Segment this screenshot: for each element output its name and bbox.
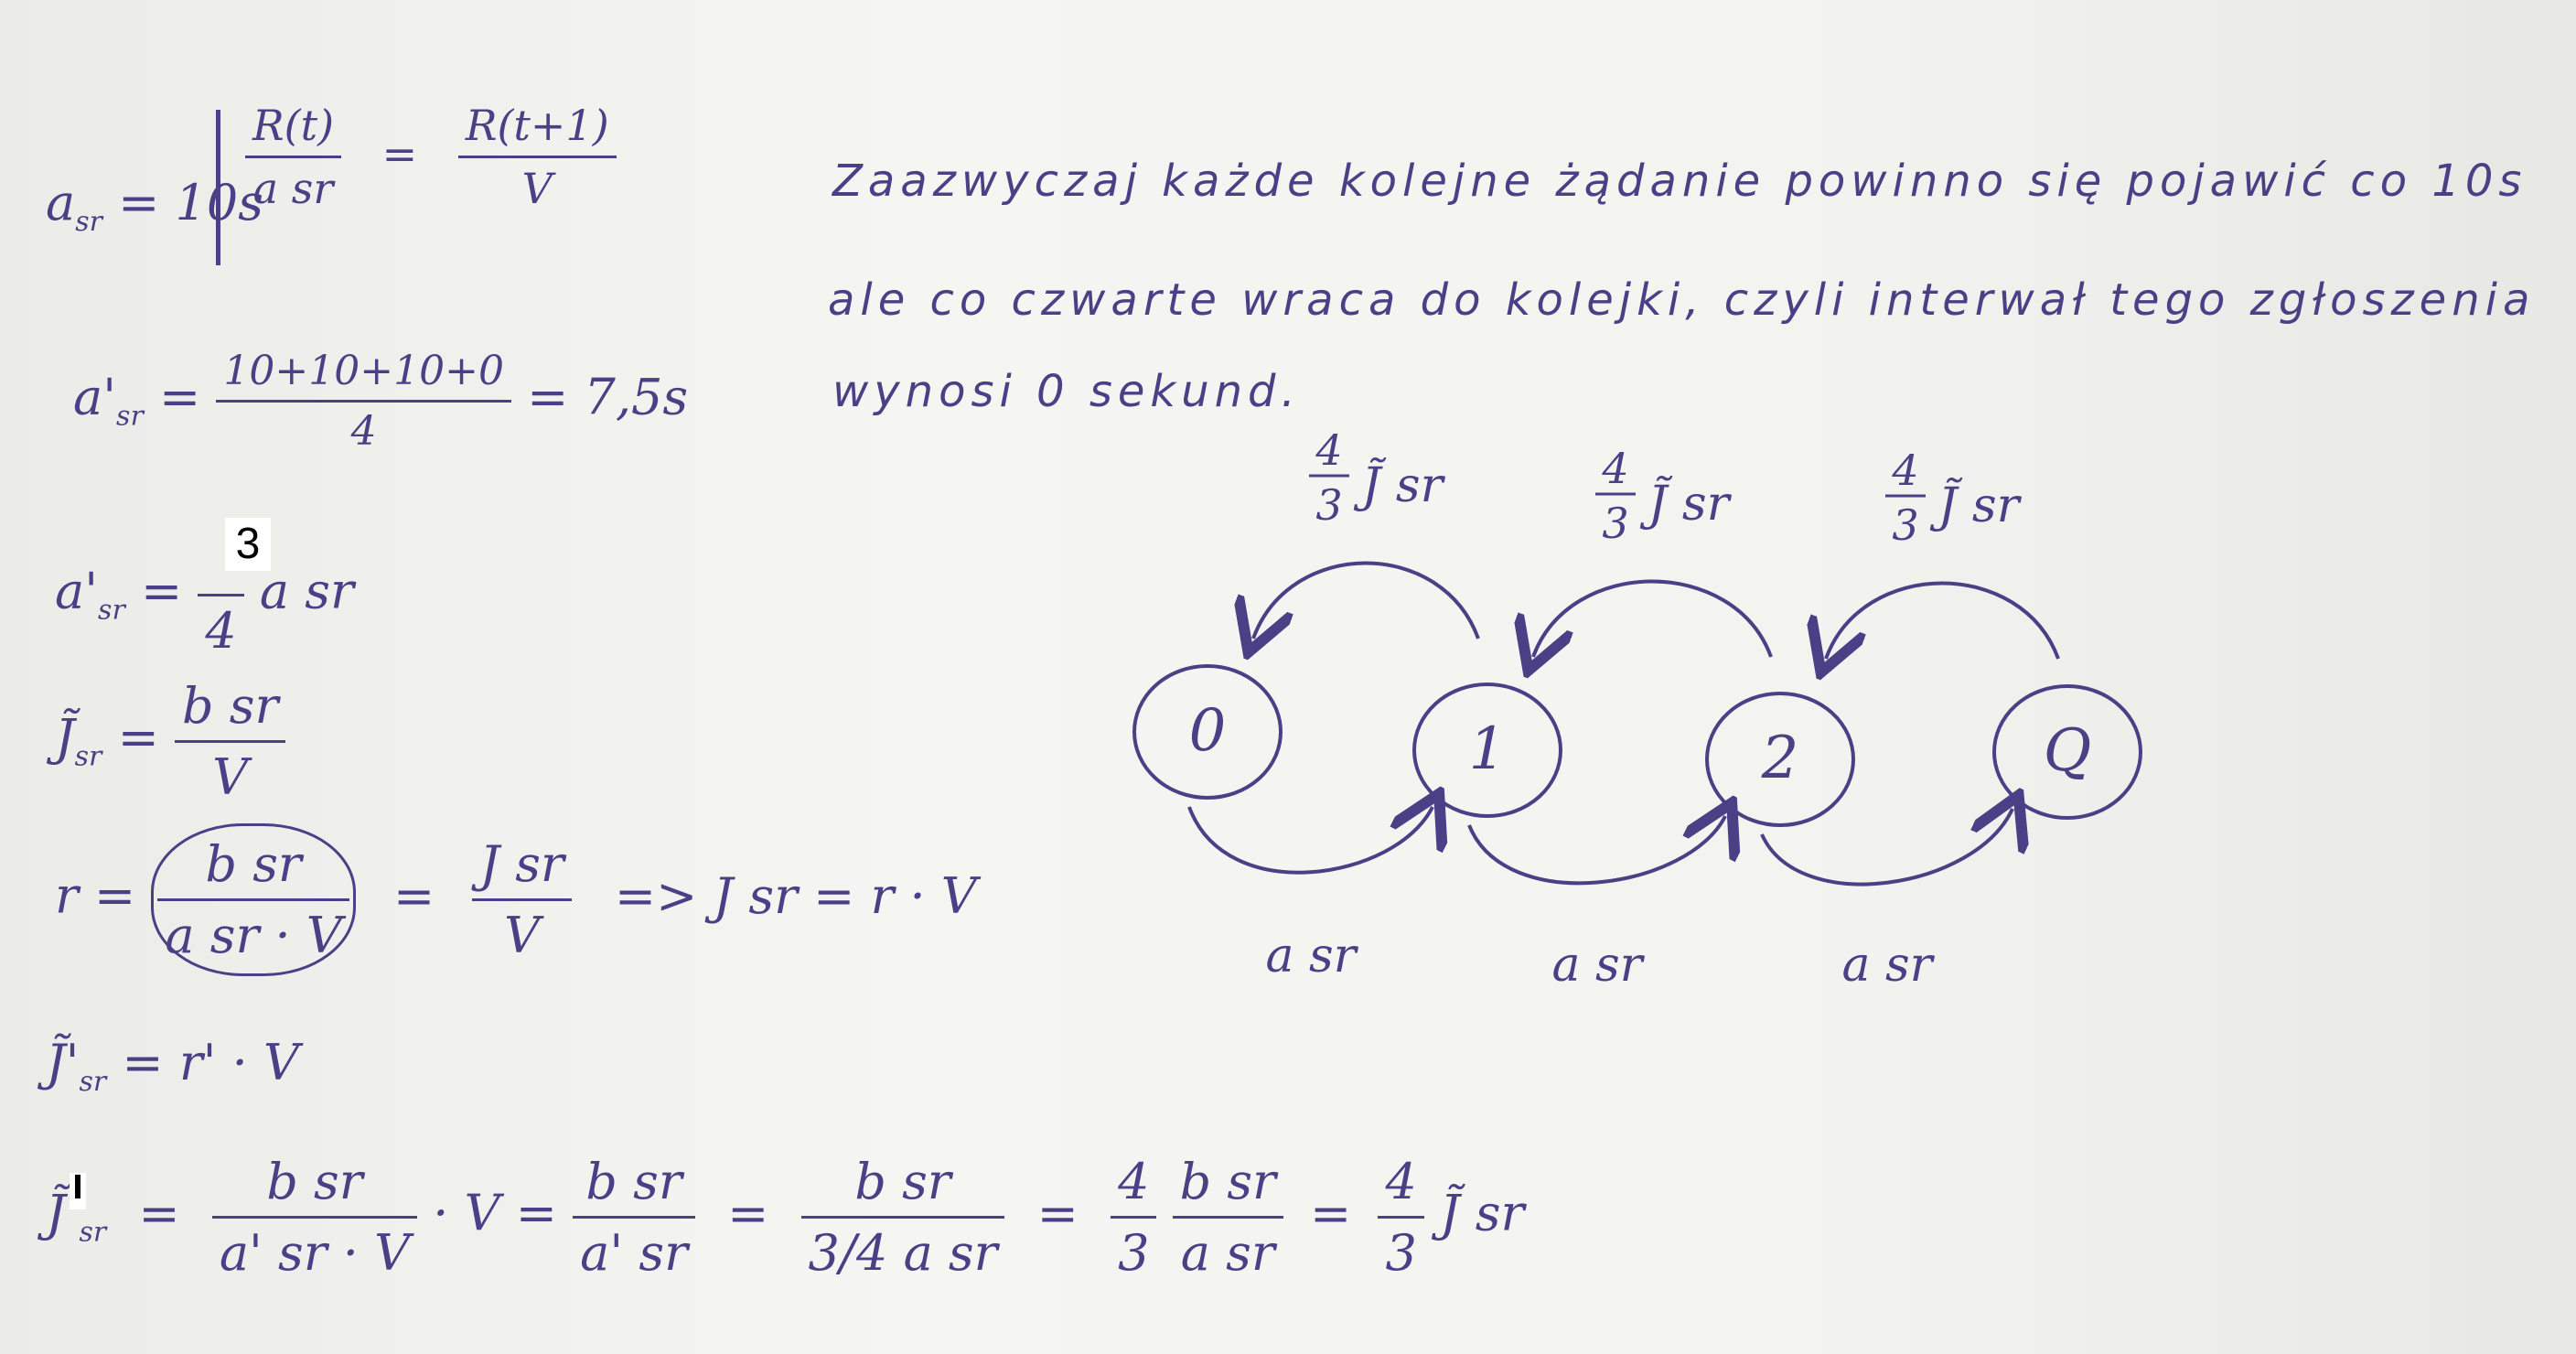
forward-label-0: a sr [1265,929,1358,983]
note-line-3: wynosi 0 sekund. [832,366,1301,417]
state-node-0 [1132,664,1283,800]
eq-line6: J̃'sr = r' · V [46,1034,299,1098]
eq-line5: r = b sr a sr · V = J sr V => J sr = r ·… [55,823,977,976]
note-line-2: ale co czwarte wraca do kolejki, czyli i… [828,274,2536,326]
inserted-digit-label: 3 [225,518,271,571]
crossed-out-formula: R(t) a sr = R(t+1) V [245,101,617,213]
eq-line1: asr = 10s [46,174,263,238]
eq-line4: J̃sr = b sr V [55,677,286,806]
eq-line7: J̃'sr = b sr a' sr · V · V = b sr a' sr … [46,1153,1525,1282]
back-arrow-0 [1253,561,1480,639]
forward-arrow-2 [1760,809,2012,887]
eq-line2: a'sr = 10+10+10+0 4 = 7,5s [73,348,689,455]
back-label-num-1: 4 [1601,444,1628,493]
state-label-2: 2 [1761,725,1799,792]
back-label-num-0: 4 [1315,425,1342,475]
state-node-1 [1412,682,1562,818]
back-label-num-2: 4 [1891,446,1918,495]
eq-line3: a'sr = 3 4 a sr [55,562,354,661]
state-label-0: 0 [1189,697,1227,765]
back-label-den-2: 3 [1892,500,1918,550]
state-label-3: Q [2044,717,2091,785]
back-label-sym-2: J̃ sr [1930,478,2023,533]
forward-label-2: a sr [1841,938,1935,993]
back-label-sym-1: J̃ sr [1640,476,1733,532]
back-label-den-1: 3 [1602,499,1628,548]
state-label-1: 1 [1469,715,1507,783]
forward-arrow-0 [1187,807,1433,875]
back-arrow-2 [1826,581,2060,660]
inserted-prime-mark [70,1173,86,1209]
back-label-den-0: 3 [1315,480,1342,530]
separator-bar [216,110,220,265]
note-line-1: Zaazwyczaj każde kolejne żądanie powinno… [832,156,2528,207]
back-arrow-1 [1533,579,1773,658]
state-node-2 [1705,692,1855,827]
forward-arrow-1 [1467,816,1725,886]
forward-label-1: a sr [1551,938,1645,993]
state-node-3 [1992,684,2142,820]
back-label-sym-0: J̃ sr [1354,457,1446,513]
